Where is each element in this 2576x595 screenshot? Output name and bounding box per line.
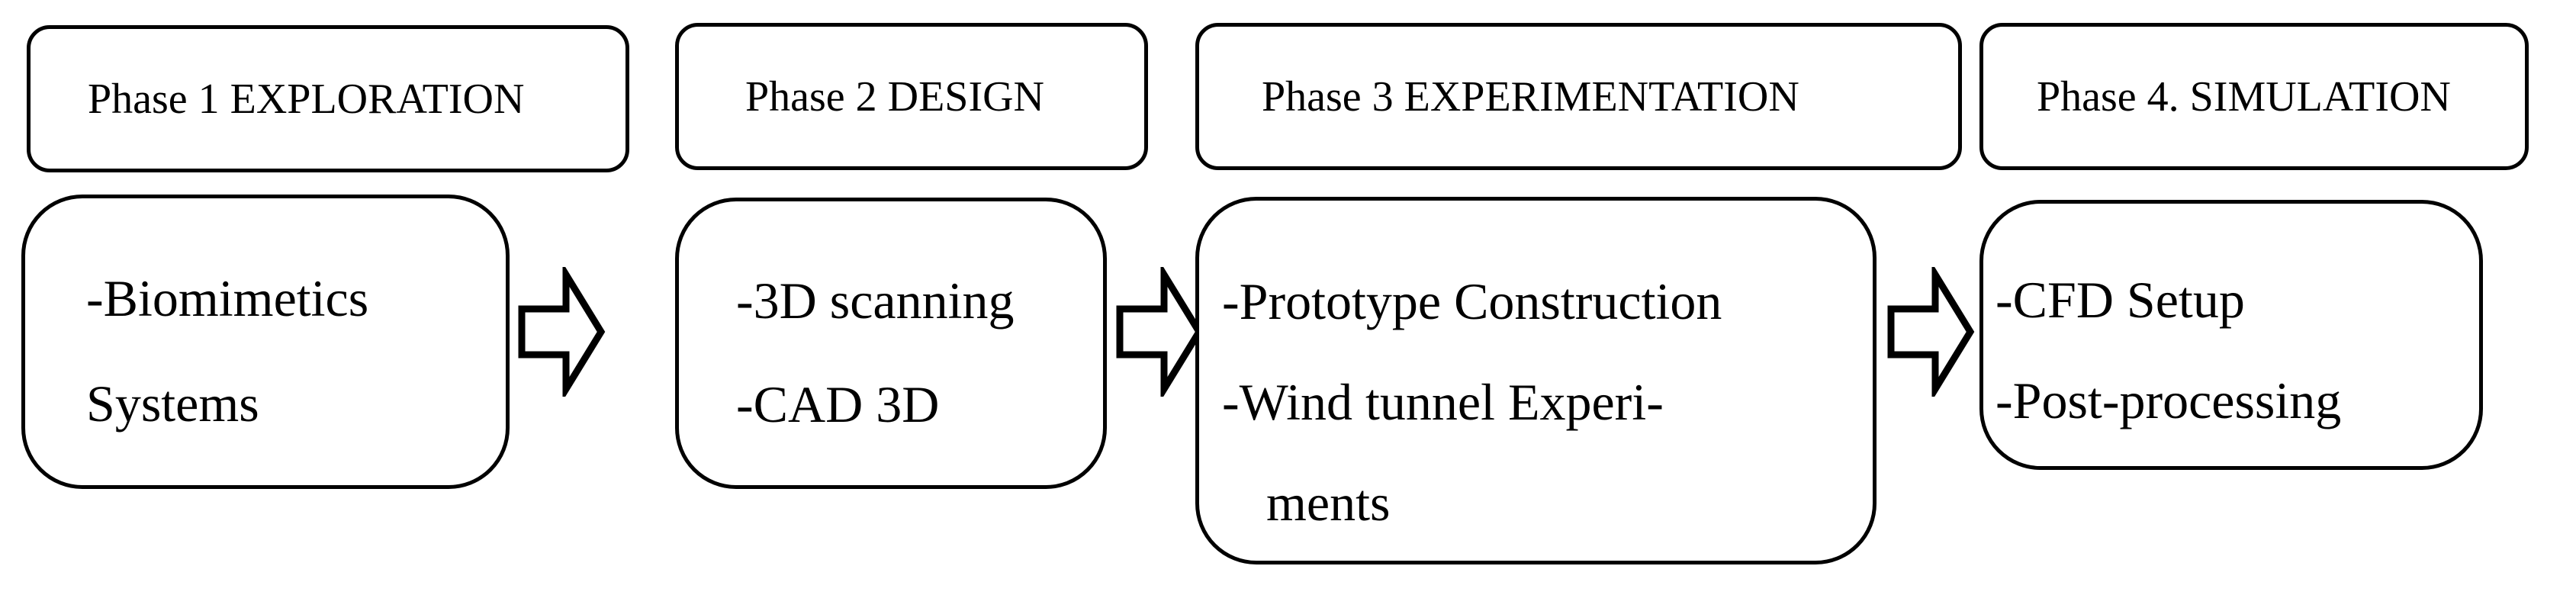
phase-3-header: Phase 3 EXPERIMENTATION	[1195, 23, 1962, 170]
phase-2-header: Phase 2 DESIGN	[675, 23, 1148, 170]
phase-2-content-box: -3D scanning -CAD 3D	[675, 198, 1107, 489]
arrow-right-icon	[1116, 267, 1204, 397]
phase-4-line-2: -Post-processing	[1996, 371, 2342, 429]
phase-1-header: Phase 1 EXPLORATION	[27, 25, 629, 172]
phase-1-line-1: -Biomimetics	[86, 269, 369, 327]
phase-3-line-2: -Wind tunnel Experi-	[1222, 373, 1664, 431]
phase-2-line-2: -CAD 3D	[736, 375, 940, 433]
phase-1-line-2: Systems	[86, 375, 259, 433]
arrow-right-icon	[1887, 267, 1975, 397]
phase-2-line-1: -3D scanning	[736, 272, 1015, 330]
phase-4-content-box: -CFD Setup -Post-processing	[1979, 200, 2483, 470]
phase-4-line-1: -CFD Setup	[1996, 271, 2245, 329]
phase-3-title: Phase 3 EXPERIMENTATION	[1262, 72, 1799, 121]
arrow-right-icon	[518, 267, 606, 397]
phase-2-title: Phase 2 DESIGN	[745, 72, 1044, 121]
phase-3-line-3: ments	[1266, 474, 1391, 532]
phase-4-header: Phase 4. SIMULATION	[1979, 23, 2529, 170]
phase-4-title: Phase 4. SIMULATION	[2037, 72, 2451, 121]
phase-1-title: Phase 1 EXPLORATION	[88, 75, 525, 123]
phase-3-content-box: -Prototype Construction -Wind tunnel Exp…	[1195, 197, 1877, 564]
phase-3-line-1: -Prototype Construction	[1222, 272, 1722, 330]
phase-1-content-box: -Biomimetics Systems	[21, 195, 510, 489]
